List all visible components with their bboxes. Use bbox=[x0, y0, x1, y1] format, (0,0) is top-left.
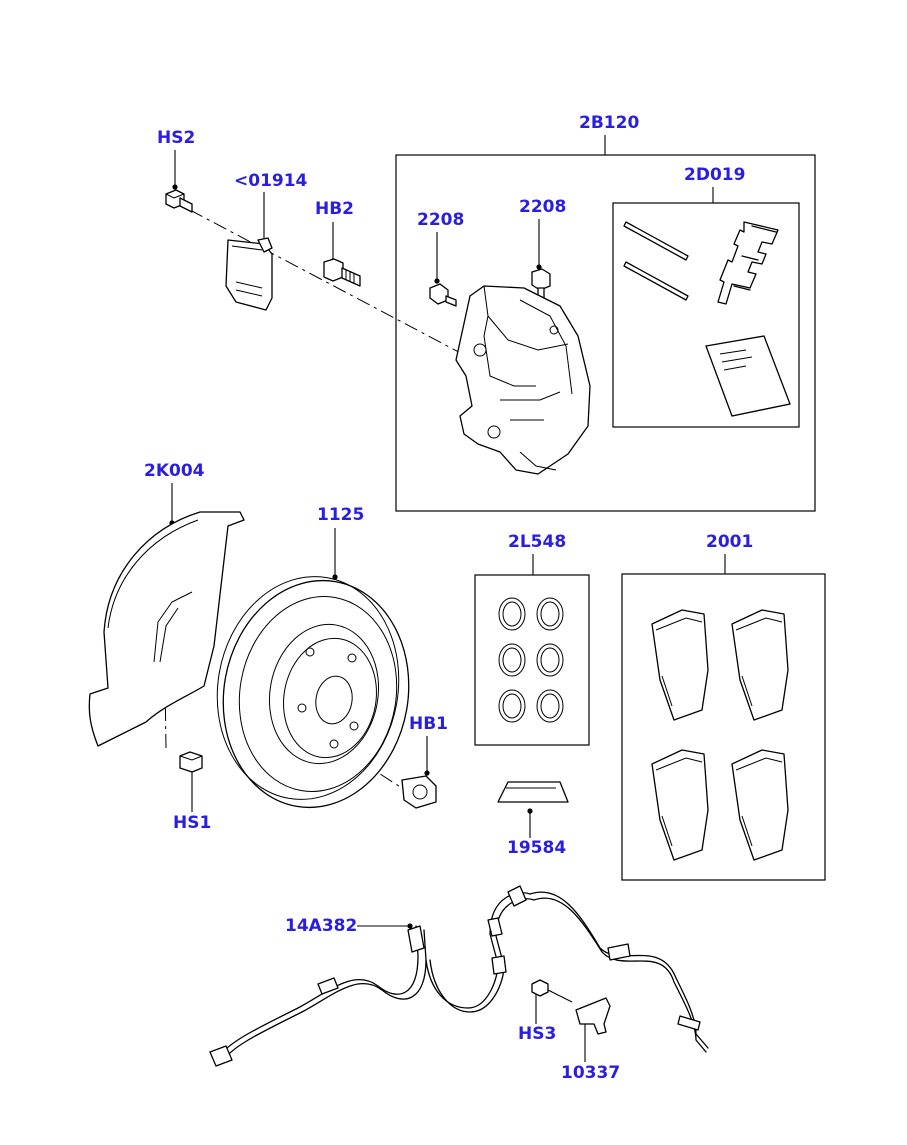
grease-sachet-19584 bbox=[497, 781, 569, 803]
label-hs3[interactable]: HS3 bbox=[518, 1024, 557, 1044]
hs3-bolt bbox=[531, 979, 573, 1003]
label-14a382[interactable]: 14A382 bbox=[285, 916, 358, 936]
label-2001[interactable]: 2001 bbox=[706, 532, 754, 552]
label-hb1[interactable]: HB1 bbox=[409, 714, 449, 734]
brake-pads-2001 bbox=[651, 609, 789, 861]
label-hs1[interactable]: HS1 bbox=[173, 813, 212, 833]
pads-2001-box bbox=[621, 573, 826, 881]
kit-2b120-box bbox=[395, 154, 816, 512]
label-hs2[interactable]: HS2 bbox=[157, 128, 196, 148]
label-2b120[interactable]: 2B120 bbox=[579, 113, 640, 133]
label-2208-right[interactable]: 2208 bbox=[519, 197, 567, 217]
kit-2d019-contents bbox=[623, 221, 791, 417]
kit-2d019-box bbox=[612, 202, 800, 428]
part-01914-shim bbox=[225, 237, 273, 311]
label-19584[interactable]: 19584 bbox=[507, 838, 567, 858]
hs1-bolt bbox=[179, 751, 203, 773]
label-2l548[interactable]: 2L548 bbox=[508, 532, 567, 552]
label-2208-left[interactable]: 2208 bbox=[417, 210, 465, 230]
brake-caliper bbox=[455, 285, 591, 475]
hb1-bolt bbox=[401, 775, 437, 809]
brake-disc-1125 bbox=[216, 576, 410, 809]
splash-shield-2k004 bbox=[88, 511, 245, 747]
bracket-10337 bbox=[575, 997, 611, 1035]
label-1125[interactable]: 1125 bbox=[317, 505, 365, 525]
label-hb2[interactable]: HB2 bbox=[315, 199, 355, 219]
hb2-bolt bbox=[323, 258, 361, 287]
seals-2l548-box bbox=[474, 574, 590, 746]
label-01914[interactable]: <01914 bbox=[234, 171, 308, 191]
sensor-2208-left bbox=[429, 283, 457, 307]
label-2k004[interactable]: 2K004 bbox=[144, 461, 205, 481]
harness-14a382 bbox=[209, 885, 709, 1067]
label-2d019[interactable]: 2D019 bbox=[684, 165, 746, 185]
label-10337[interactable]: 10337 bbox=[561, 1063, 621, 1083]
seals-2l548 bbox=[498, 597, 564, 723]
hs2-bolt bbox=[165, 189, 193, 213]
